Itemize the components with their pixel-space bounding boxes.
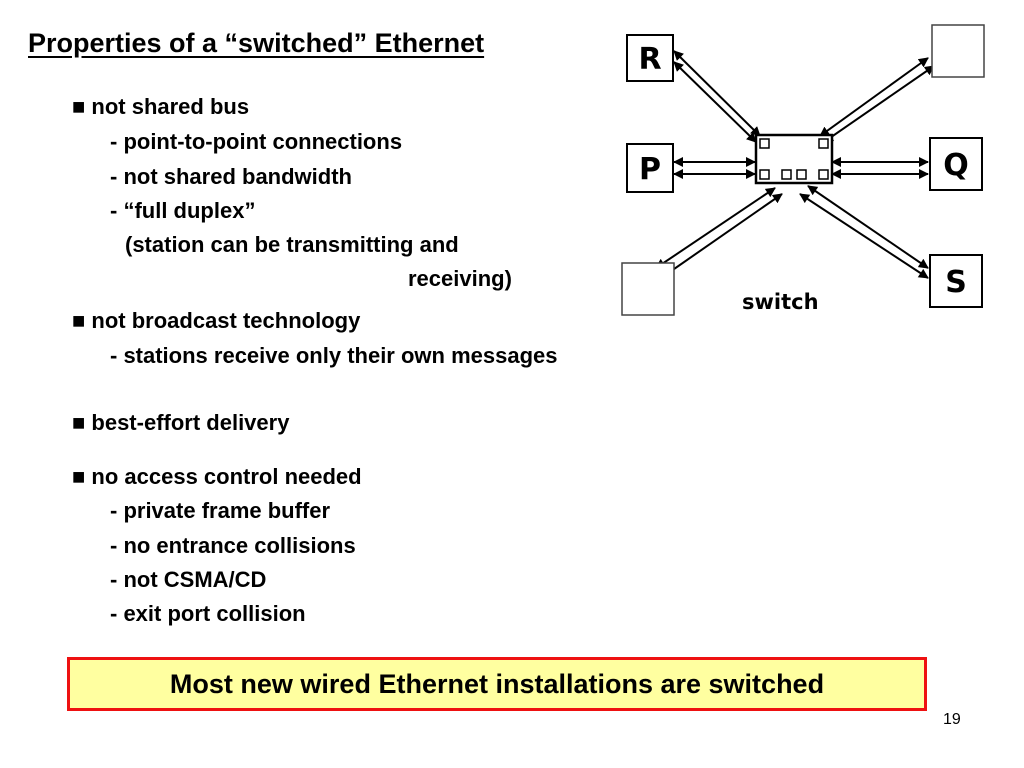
- bullet-4-line-1: - private frame buffer: [110, 498, 331, 523]
- station-r-label: R: [638, 42, 661, 77]
- switch-label: switch: [742, 290, 819, 314]
- station-bottom-left: [621, 262, 675, 316]
- link-bl-to-switch: [655, 187, 776, 269]
- bullet-1-line-1: - point-to-point connections: [110, 129, 403, 154]
- link-switch-to-bl: [663, 193, 783, 277]
- link-switch-to-r: [673, 61, 757, 143]
- bullet-1-line-4: (station can be transmitting and: [125, 232, 459, 257]
- bullet-1-line-5: receiving): [408, 266, 512, 291]
- bullet-2-head: ■ not broadcast technology: [72, 308, 361, 333]
- station-p-label: P: [639, 152, 661, 187]
- station-p: P: [626, 143, 674, 193]
- bullet-4-line-4: - exit port collision: [110, 601, 306, 626]
- callout-box: Most new wired Ethernet installations ar…: [67, 657, 927, 711]
- link-switch-to-s: [807, 185, 929, 269]
- callout-text: Most new wired Ethernet installations ar…: [169, 668, 825, 699]
- page-number: 19: [943, 711, 961, 728]
- station-s-label: S: [945, 265, 967, 300]
- switch-network-diagram: R P Q S switch: [621, 24, 985, 316]
- bullet-4-line-3: - not CSMA/CD: [110, 567, 267, 592]
- link-tr-to-switch: [819, 57, 929, 137]
- bullet-1-line-3: - “full duplex”: [110, 198, 256, 223]
- station-r: R: [626, 34, 674, 82]
- bullet-3-head: ■ best-effort delivery: [72, 410, 290, 435]
- station-q: Q: [929, 137, 983, 191]
- bullet-1-line-2: - not shared bandwidth: [110, 164, 352, 189]
- station-q-label: Q: [943, 148, 969, 183]
- bullet-1-head: ■ not shared bus: [72, 94, 250, 119]
- bullet-2-line-1: - stations receive only their own messag…: [110, 343, 558, 368]
- link-s-to-switch: [799, 193, 929, 279]
- switch-device: [754, 133, 834, 185]
- link-r-to-switch: [673, 50, 761, 137]
- link-switch-to-tr: [823, 65, 935, 143]
- slide-title: Properties of a “switched” Ethernet: [28, 28, 485, 58]
- station-s: S: [929, 254, 983, 308]
- bullet-4-head: ■ no access control needed: [72, 464, 362, 489]
- bullet-4-line-2: - no entrance collisions: [110, 533, 356, 558]
- station-top-right: [931, 24, 985, 78]
